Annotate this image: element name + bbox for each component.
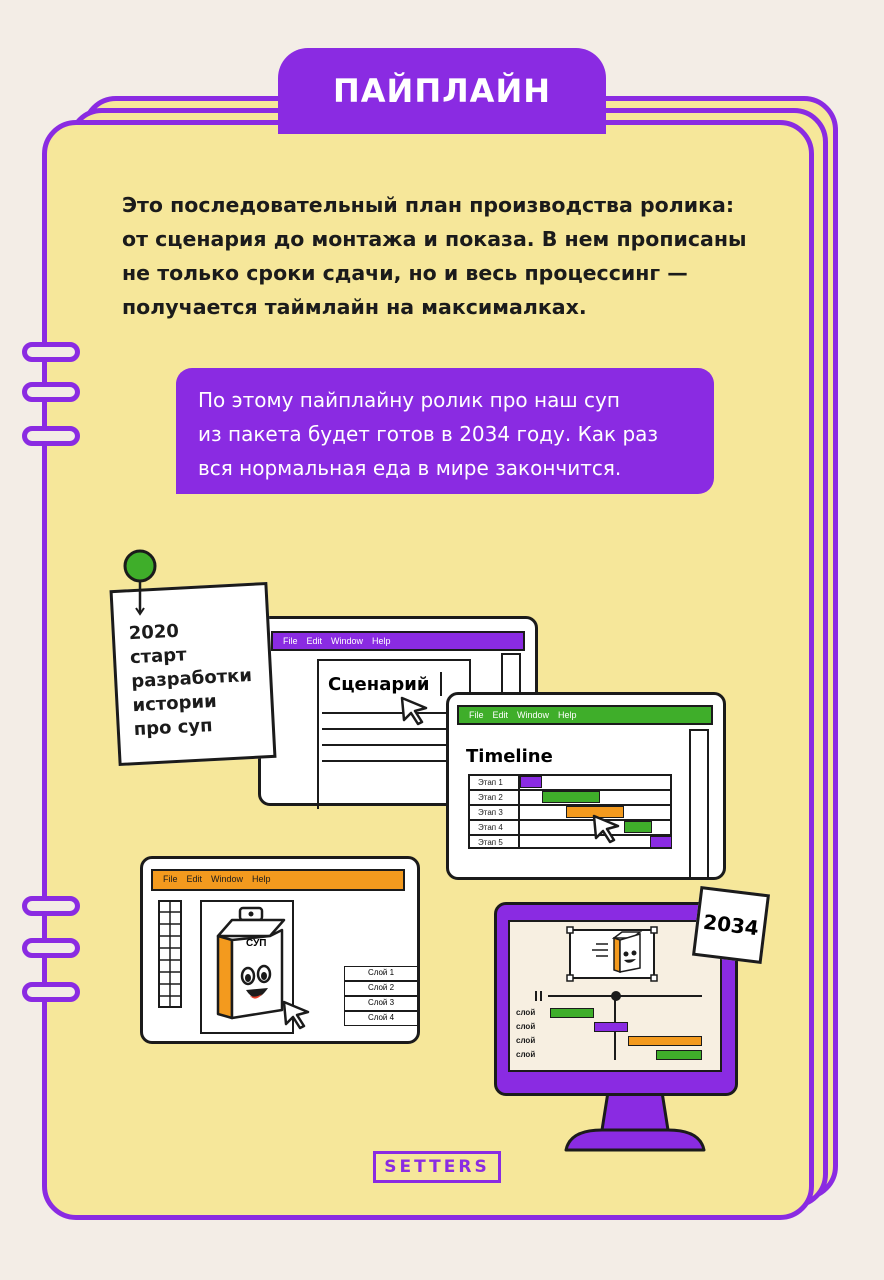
- menu-file[interactable]: File: [163, 874, 178, 884]
- speech-bubble: По этому пайплайну ролик про наш суп из …: [176, 368, 714, 494]
- text-line: [322, 760, 446, 762]
- track-label: слой: [516, 1050, 536, 1059]
- page-title: ПАЙПЛАЙН: [278, 48, 606, 134]
- menu-bar: File Edit Window Help: [151, 869, 405, 891]
- intro-line: Это последовательный план производства р…: [122, 193, 735, 217]
- binder-ring: [22, 382, 80, 402]
- menu-help[interactable]: Help: [372, 636, 391, 646]
- grid-line: [468, 819, 672, 821]
- menu-help[interactable]: Help: [252, 874, 271, 884]
- year-badge: 2034: [691, 885, 771, 965]
- video-preview: [566, 926, 658, 982]
- intro-line: получается таймлайн на максималках.: [122, 295, 587, 319]
- menu-edit[interactable]: Edit: [306, 636, 323, 646]
- menu-window[interactable]: Window: [517, 710, 550, 720]
- grid-line: [468, 834, 672, 836]
- cursor-icon: [282, 1000, 310, 1030]
- menu-edit[interactable]: Edit: [186, 874, 203, 884]
- track-bar: [594, 1022, 628, 1032]
- timeline-heading: Timeline: [466, 746, 553, 767]
- track-label: слой: [516, 1008, 536, 1017]
- pin-icon: [123, 549, 157, 616]
- menu-bar: File Edit Window Help: [271, 631, 525, 651]
- stage-label: Этап 3: [478, 808, 503, 817]
- track-bar: [656, 1050, 702, 1060]
- stage-label: Этап 4: [478, 823, 503, 832]
- scrollbar[interactable]: [689, 729, 709, 879]
- layer-item[interactable]: Слой 3: [344, 996, 418, 1011]
- layer-item[interactable]: Слой 1: [344, 966, 418, 981]
- text-line: [322, 712, 446, 714]
- binder-ring: [22, 342, 80, 362]
- stage-label: Этап 2: [478, 793, 503, 802]
- text-caret: [440, 672, 442, 696]
- swatch-grid[interactable]: [158, 900, 182, 1008]
- binder-ring: [22, 982, 80, 1002]
- monitor-stand: [564, 1090, 706, 1152]
- binder-ring: [22, 938, 80, 958]
- menu-file[interactable]: File: [283, 636, 298, 646]
- menu-file[interactable]: File: [469, 710, 484, 720]
- cursor-icon: [592, 814, 620, 844]
- bubble-line: из пакета будет готов в 2034 году. Как р…: [198, 422, 659, 446]
- intro-line: не только сроки сдачи, но и весь процесс…: [122, 261, 688, 285]
- soup-package-icon: [216, 906, 286, 1020]
- intro-line: от сценария до монтажа и показа. В нем п…: [122, 227, 747, 251]
- cursor-icon: [400, 696, 428, 726]
- setters-logo: SETTERS: [373, 1151, 501, 1183]
- menu-window[interactable]: Window: [211, 874, 244, 884]
- bubble-line: По этому пайплайну ролик про наш суп: [198, 388, 620, 412]
- stage-label: Этап 1: [478, 778, 503, 787]
- script-heading: Сценарий: [328, 674, 430, 695]
- package-label: СУП: [246, 938, 267, 949]
- layer-item[interactable]: Слой 4: [344, 1011, 418, 1026]
- menu-bar: File Edit Window Help: [457, 705, 713, 725]
- text-line: [322, 728, 446, 730]
- stage-bar: [520, 776, 542, 788]
- grid-line: [518, 774, 520, 849]
- playback-scrubber[interactable]: [534, 988, 704, 1004]
- track-bar: [628, 1036, 702, 1046]
- stage-bar: [624, 821, 652, 833]
- layer-item[interactable]: Слой 2: [344, 981, 418, 996]
- bubble-line: вся нормальная еда в мире закончится.: [198, 456, 622, 480]
- timeline-grid: [468, 774, 672, 849]
- menu-window[interactable]: Window: [331, 636, 364, 646]
- grid-line: [468, 789, 672, 791]
- stage-bar: [542, 791, 600, 803]
- stage-label: Этап 5: [478, 838, 503, 847]
- stage-bar: [650, 836, 672, 848]
- track-label: слой: [516, 1022, 536, 1031]
- text-line: [322, 744, 446, 746]
- intro-text: Это последовательный план производства р…: [122, 188, 772, 324]
- track-label: слой: [516, 1036, 536, 1045]
- menu-help[interactable]: Help: [558, 710, 577, 720]
- track-bar: [550, 1008, 594, 1018]
- grid-line: [468, 804, 672, 806]
- menu-edit[interactable]: Edit: [492, 710, 509, 720]
- binder-ring: [22, 426, 80, 446]
- binder-ring: [22, 896, 80, 916]
